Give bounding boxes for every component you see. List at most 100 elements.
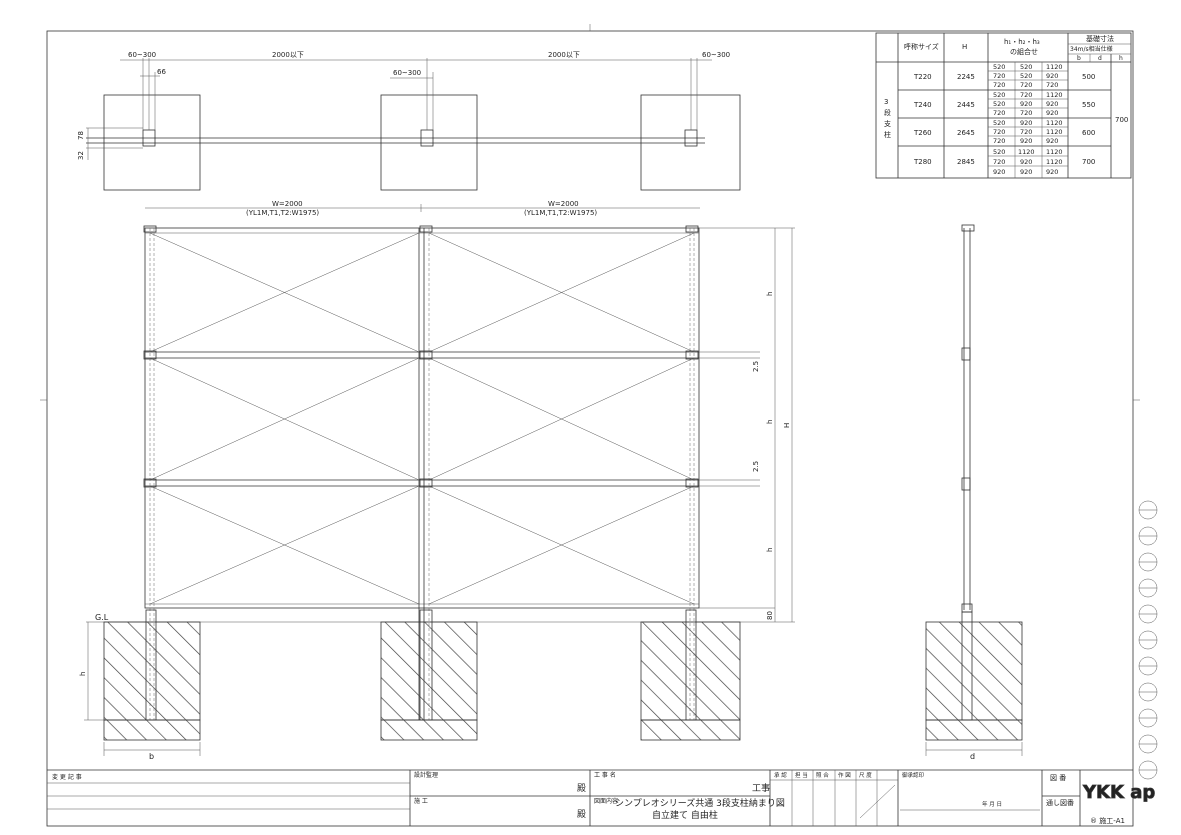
combo-cell: 720 <box>993 158 1005 166</box>
dim-h-bottom: h <box>766 548 774 552</box>
dim-h-top: h <box>766 292 774 296</box>
dim-60-300-center: 60~300 <box>393 69 421 77</box>
th-foundation: 基礎寸法 <box>1086 34 1114 43</box>
dim-80: 80 <box>766 611 774 620</box>
combo-cell: 1120 <box>1046 119 1063 127</box>
screen-frame <box>144 227 700 609</box>
th-34ms: 34m/s相当仕様 <box>1070 45 1113 53</box>
dim-60-300-right: 60~300 <box>702 51 730 59</box>
dim-2000-left: 2000以下 <box>272 51 304 59</box>
dim-60-300-left: 60~300 <box>128 51 156 59</box>
row-size: T280 <box>913 158 932 166</box>
dim-gap-upper: 2.5 <box>752 361 760 372</box>
combo-cell: 920 <box>1046 109 1058 117</box>
row-H: 2845 <box>957 158 975 166</box>
foundation-center <box>380 621 478 721</box>
dim-h-mid: h <box>766 420 774 424</box>
combo-cell: 720 <box>993 109 1005 117</box>
combo-cell: 520 <box>993 91 1005 99</box>
combo-cell: 720 <box>1046 81 1058 89</box>
span-sub-right: (YL1M,T1,T2:W1975) <box>524 209 597 217</box>
combo-cell: 720 <box>1020 128 1032 136</box>
combo-cell: 720 <box>993 81 1005 89</box>
combo-cell: 520 <box>993 119 1005 127</box>
dim-gap-lower: 2.5 <box>752 461 760 472</box>
combo-cell: 520 <box>1020 72 1032 80</box>
row-b: 500 <box>1082 73 1095 81</box>
combo-cell: 720 <box>1020 91 1032 99</box>
combo-cell: 1120 <box>1046 128 1063 136</box>
drawing-no-label: 図 番 <box>1050 774 1066 782</box>
combo-cell: 520 <box>993 63 1005 71</box>
construction-label: 施 工 <box>414 797 428 805</box>
plan-foundation-right <box>640 94 741 191</box>
combo-cell: 1120 <box>1046 91 1063 99</box>
dim-found-h: h <box>79 672 87 676</box>
combo-cell: 920 <box>1020 168 1032 176</box>
th-d: d <box>1098 55 1102 62</box>
combo-cell: 720 <box>1020 81 1032 89</box>
combo-cell: 920 <box>993 168 1005 176</box>
foundation-right <box>640 621 741 721</box>
th-h-combo-1: h₁・h₂・h₃ <box>1004 38 1040 46</box>
combo-cell: 920 <box>1046 137 1058 145</box>
gl-label: G.L <box>95 613 109 622</box>
design-manager-label: 設計監理 <box>414 771 438 779</box>
project-suffix: 工事 <box>752 782 770 794</box>
group-char-3: 支 <box>884 119 891 128</box>
row-b: 550 <box>1082 101 1095 109</box>
plan-foundation-center <box>380 94 478 191</box>
row-H: 2445 <box>957 101 975 109</box>
drawing-title-line1: シンプレオシリーズ共通 3段支柱納まり図 <box>615 797 785 809</box>
th-H: H <box>962 43 967 51</box>
date-label: 年 月 日 <box>982 800 1002 808</box>
found-h-value: 700 <box>1115 116 1128 124</box>
dim-78: 78 <box>77 131 85 140</box>
th-b: b <box>1077 55 1081 62</box>
stamp-check: 照 合 <box>816 771 829 779</box>
combo-cell: 1120 <box>1018 148 1035 156</box>
combo-cell: 720 <box>993 128 1005 136</box>
drawing-title-line2: 自立建て 自由柱 <box>652 809 718 821</box>
serial-no-label: 通し図番 <box>1046 798 1074 807</box>
span-label-left: W=2000 <box>272 200 303 208</box>
group-char-2: 段 <box>884 108 891 117</box>
group-char-1: 3 <box>884 98 888 106</box>
ykk-ap-logo: YKK ap <box>1082 782 1155 803</box>
front-elevation: W=2000 (YL1M,T1,T2:W1975) W=2000 (YL1M,T… <box>79 200 795 761</box>
combo-cell: 1120 <box>1046 148 1063 156</box>
dim-found-b: b <box>149 752 154 761</box>
row-b: 600 <box>1082 129 1095 137</box>
combo-cell: 520 <box>993 100 1005 108</box>
dim-H: H <box>783 423 791 428</box>
combo-cell: 1120 <box>1046 158 1063 166</box>
dim-2000-right: 2000以下 <box>548 51 580 59</box>
foundation-left <box>103 621 201 721</box>
stamp-approve: 承 認 <box>774 771 787 779</box>
honorific-1: 殿 <box>577 783 586 794</box>
combo-cell: 1120 <box>1046 63 1063 71</box>
combo-cell: 920 <box>1020 100 1032 108</box>
side-elevation: d <box>925 224 1023 761</box>
approval-stamp-label: 御承認印 <box>902 771 925 779</box>
dim-found-d: d <box>970 752 975 761</box>
th-size: 呼称サイズ <box>904 42 939 51</box>
combo-cell: 520 <box>993 148 1005 156</box>
th-h-combo-2: の組合せ <box>1010 47 1038 56</box>
combo-cell: 920 <box>1020 119 1032 127</box>
spec-table: 呼称サイズ H h₁・h₂・h₃ の組合せ 基礎寸法 34m/s相当仕様 b d… <box>875 32 1132 179</box>
row-b: 700 <box>1082 158 1095 166</box>
dim-32: 32 <box>77 151 85 160</box>
row-H: 2245 <box>957 73 975 81</box>
plan-foundation-left <box>103 94 201 191</box>
drawing-content-label: 図面内容 <box>594 797 618 805</box>
th-h: h <box>1119 55 1123 62</box>
sheet-code: ® 施工-A1 <box>1090 816 1125 825</box>
dim-66: 66 <box>157 68 166 76</box>
span-sub-left: (YL1M,T1,T2:W1975) <box>246 209 319 217</box>
span-label-right: W=2000 <box>548 200 579 208</box>
combo-cell: 720 <box>1020 109 1032 117</box>
stamp-draft: 作 図 <box>838 771 851 779</box>
plan-view: 60~300 2000以下 60~300 2000以下 60~300 66 78… <box>77 51 741 191</box>
